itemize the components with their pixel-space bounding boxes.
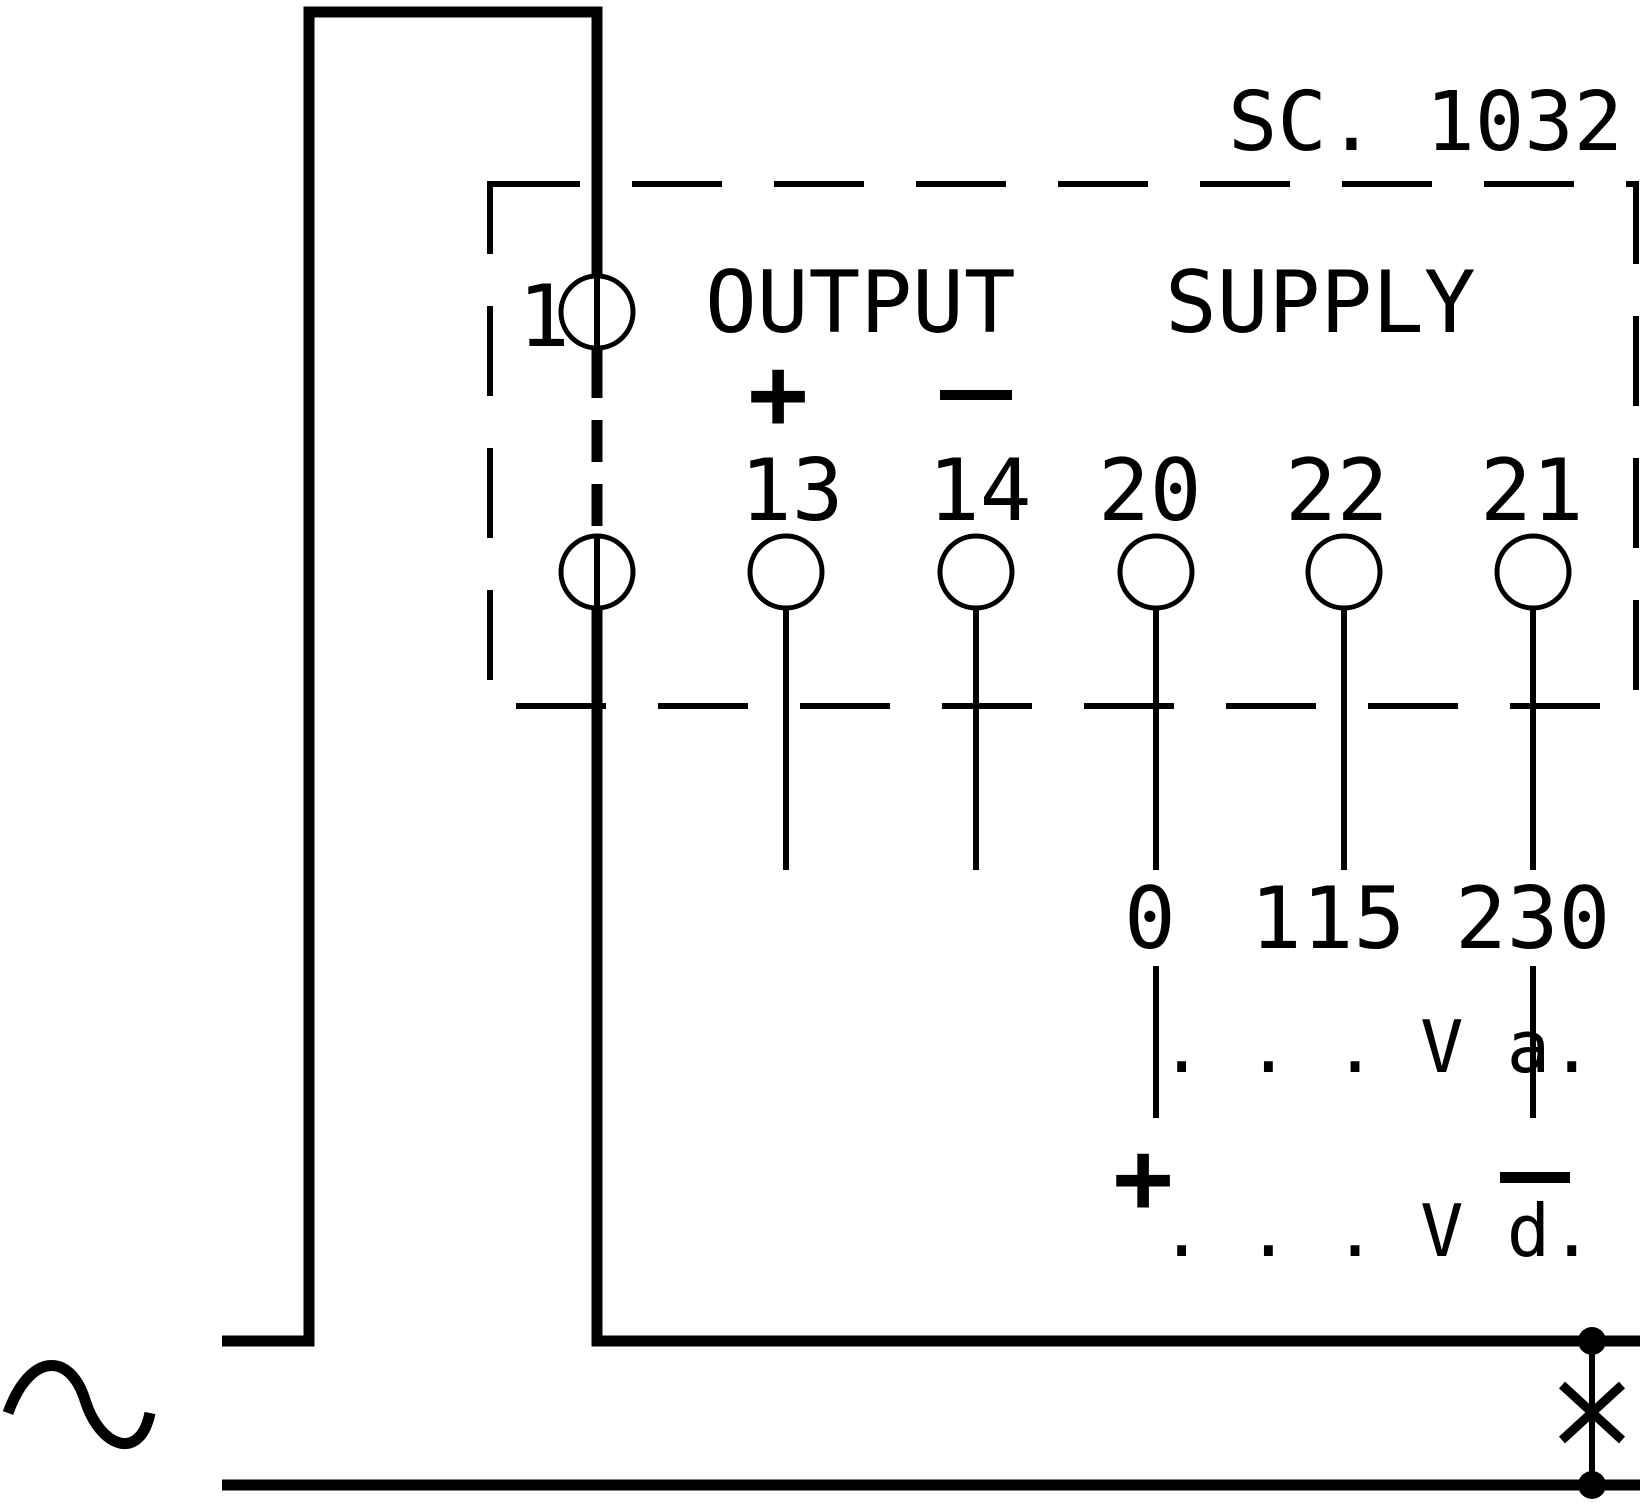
- terminal-14: [937, 533, 1015, 611]
- terminal-label-14: 14: [928, 441, 1032, 541]
- terminal-label-20: 20: [1098, 441, 1202, 541]
- tap-label-230: 230: [1455, 869, 1610, 969]
- output-heading: OUTPUT: [705, 253, 1016, 353]
- loop-wire-left: [222, 6, 603, 1347]
- output-minus-sign: [940, 390, 1012, 400]
- terminal-22: [1305, 533, 1383, 611]
- dc-minus-sign: [1500, 1172, 1570, 1183]
- terminal-label-21: 21: [1480, 441, 1584, 541]
- terminal-21: [1494, 533, 1572, 611]
- dc-plus-sign: +: [1113, 1119, 1173, 1236]
- ac-source-symbol: [2, 1360, 156, 1450]
- terminal-label-13: 13: [740, 441, 844, 541]
- loop-wire-return: [591, 572, 1640, 1347]
- fuse-cross-b: [1558, 1381, 1626, 1444]
- device-label: SC. 1032: [1228, 75, 1623, 170]
- tap-label-115: 115: [1250, 869, 1405, 969]
- ac-voltage-label: . . . V a. c.: [1160, 1005, 1642, 1089]
- terminal-13: [747, 533, 825, 611]
- terminal-label-22: 22: [1285, 441, 1389, 541]
- device-outline: [487, 181, 1639, 709]
- fuse-node-top: [1578, 1327, 1606, 1355]
- tap-label-0: 0: [1124, 869, 1176, 969]
- fuse-node-bottom: [1578, 1471, 1606, 1499]
- output-plus-sign: +: [748, 335, 808, 452]
- terminal-20: [1117, 533, 1195, 611]
- supply-heading: SUPPLY: [1165, 253, 1476, 353]
- dc-voltage-label: . . . V d. c.: [1160, 1189, 1642, 1273]
